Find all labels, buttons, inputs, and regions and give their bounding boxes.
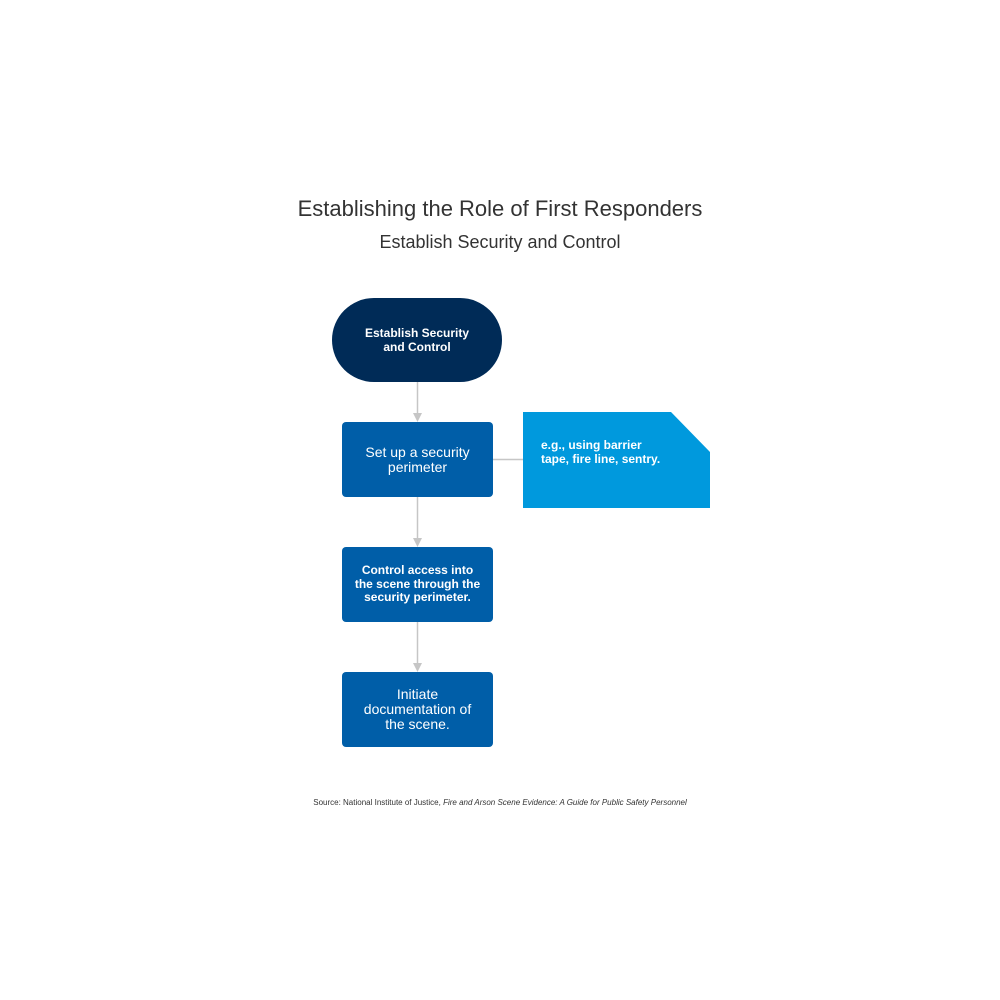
arrowhead-step1	[413, 413, 422, 422]
process-node-label: Set up a security perimeter	[365, 443, 470, 475]
diagram-subtitle: Establish Security and Control	[379, 232, 621, 252]
source-publication: Fire and Arson Scene Evidence: A Guide f…	[443, 798, 687, 807]
start-terminal-node: Establish Security and Control	[332, 298, 502, 382]
start-node-label: Establish Security and Control	[364, 326, 470, 354]
arrowhead-step3	[413, 663, 422, 672]
process-node-control-access: Control access into the scene through th…	[342, 547, 493, 622]
source-prefix: Source: National Institute of Justice,	[313, 798, 444, 807]
process-node-initiate-documentation: Initiate documentation of the scene.	[342, 672, 493, 747]
note-card-text: e.g., using barrier tape, fire line, sen…	[541, 438, 661, 466]
source-citation: Source: National Institute of Justice, F…	[0, 798, 1000, 807]
arrowhead-step2	[413, 538, 422, 547]
process-node-label: Control access into the scene through th…	[354, 563, 481, 605]
diagram-title: Establishing the Role of First Responder…	[297, 196, 703, 221]
process-node-label: Initiate documentation of the scene.	[363, 686, 472, 732]
process-node-set-up-perimeter: Set up a security perimeter	[342, 422, 493, 497]
